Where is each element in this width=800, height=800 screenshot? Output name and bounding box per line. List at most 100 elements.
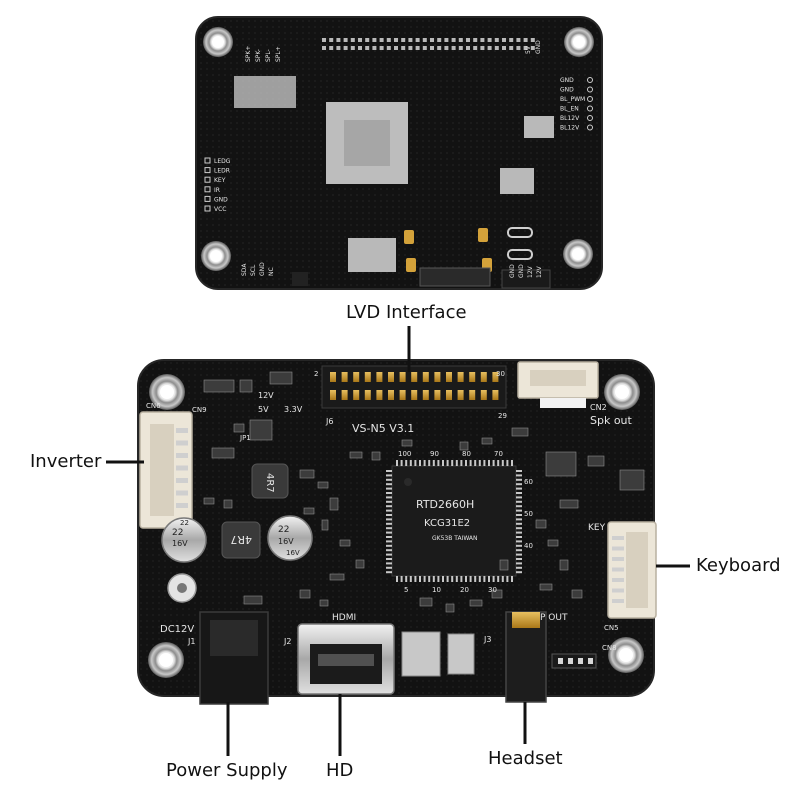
back-right-pin-label: BL_EN xyxy=(560,106,579,113)
back-left-pin-label: GND xyxy=(214,196,228,203)
chip-pin-number-top: 90 xyxy=(430,450,439,458)
back-right-pin-label: BL12V xyxy=(560,125,580,132)
cap-right-voltage: 16V xyxy=(278,537,294,546)
back-left-pin-labels: LEDG LEDR KEY IR GND VCC xyxy=(204,157,231,213)
back-top-right-pin-label: GND xyxy=(535,40,542,54)
back-top-pin-label: SPL+ xyxy=(275,46,282,62)
callout-inverter: Inverter xyxy=(30,451,102,472)
board-model-label: VS-N5 V3.1 xyxy=(352,422,414,435)
cn5-label: CN5 xyxy=(604,624,619,632)
inductor-bottom xyxy=(221,521,261,559)
back-left-pin-label: LEDR xyxy=(214,168,230,175)
cn9-label: CN9 xyxy=(192,406,207,414)
chip-pin-numbers-right: 60 50 40 xyxy=(524,478,533,550)
back-bottom-left-pin-label: SCL xyxy=(250,264,257,276)
chip-pin-number-right: 50 xyxy=(524,510,533,518)
back-top-pin-label: SPK+ xyxy=(245,46,252,62)
j3-label: J3 xyxy=(483,635,491,644)
callout-hd: HD xyxy=(326,760,354,781)
cn8-header xyxy=(551,653,597,669)
callout-headset: Headset xyxy=(488,748,563,769)
p-out-label: P OUT xyxy=(540,613,568,623)
cn2-label: CN2 xyxy=(590,403,607,412)
back-bottom-right-pin-label: 12V xyxy=(527,265,534,278)
hdmi-label: HDMI xyxy=(332,613,356,623)
back-top-pin-labels: SPK+SPK-SPL-SPL+ xyxy=(245,46,282,62)
chip-pin-number-bottom: 10 xyxy=(432,586,441,594)
back-left-pin-label: KEY xyxy=(214,177,226,184)
cap-right-value: 22 xyxy=(278,525,289,535)
back-top-pin-row xyxy=(322,38,535,50)
dc12v-label: DC12V xyxy=(160,624,194,635)
back-bottom-connector-2 xyxy=(419,267,491,287)
leader-lines xyxy=(106,326,690,756)
back-bottom-connector-3 xyxy=(501,269,551,289)
back-right-pin-label: BL_PWM xyxy=(560,96,585,103)
header-pin-30-label: 30 xyxy=(496,370,505,378)
inductor-top-label: 4R7 xyxy=(264,473,275,493)
cap-extra-voltage: 16V xyxy=(286,549,300,557)
back-top-right-pin-label: 5V xyxy=(525,45,532,54)
back-left-pin-label: LEDG xyxy=(214,158,231,165)
header-pin-2-label: 2 xyxy=(314,370,318,378)
header-pin-29-label: 29 xyxy=(498,412,507,420)
chip-pin-number-bottom: 30 xyxy=(488,586,497,594)
jp1-label: JP1 xyxy=(239,434,251,442)
chip-pin-number-bottom: 5 xyxy=(404,586,408,594)
back-bottom-left-pin-label: NC xyxy=(268,267,275,276)
callout-power-supply: Power Supply xyxy=(166,760,288,781)
back-pad-bottom xyxy=(348,238,396,272)
back-right-pin-label: GND xyxy=(560,87,574,94)
lvds-header-pins xyxy=(330,372,499,400)
main-chip-legs xyxy=(386,460,522,582)
header-j6-label: J6 xyxy=(325,417,333,426)
back-bottom-left-pin-label: SDA xyxy=(241,263,248,276)
v12-label: 12V xyxy=(258,391,274,400)
back-right-pin-labels: GND GND BL_PWM BL_EN BL12V BL12V xyxy=(560,77,593,132)
chip-pin-number-top: 70 xyxy=(494,450,503,458)
cap-left-value: 22 xyxy=(172,528,183,538)
cn6-label: CN6 xyxy=(146,402,161,410)
chip-label-line1: RTD2660H xyxy=(416,498,474,511)
back-bottom-right-pin-label: GND xyxy=(509,264,516,278)
back-pad-top-left xyxy=(234,76,296,108)
back-bottom-left-pin-label: GND xyxy=(259,262,266,276)
cn8-label: CN8 xyxy=(602,644,617,652)
back-right-pin-label: BL12V xyxy=(560,115,580,122)
back-left-pin-label: IR xyxy=(214,187,220,194)
chip-label-line2: KCG31E2 xyxy=(424,518,470,529)
chip-pin-number-bottom: 20 xyxy=(460,586,469,594)
back-bottom-connector-1 xyxy=(292,272,308,286)
chip-label-line3: GK53B TAIWAN xyxy=(432,535,478,542)
j2-label: J2 xyxy=(283,637,291,646)
inductor-top xyxy=(251,463,289,499)
back-bottom-right-pin-label: 12V xyxy=(536,265,543,278)
callout-lvd-interface: LVD Interface xyxy=(346,302,467,323)
back-left-pin-label: VCC xyxy=(214,206,226,213)
cap-extra-value: 22 xyxy=(180,519,189,527)
spk-out-label: Spk out xyxy=(590,414,633,427)
back-top-pin-label: SPL- xyxy=(265,49,272,62)
capacitor-right xyxy=(267,515,313,561)
chip-pin-number-top: 80 xyxy=(462,450,471,458)
back-top-pin-label: SPK- xyxy=(255,49,262,62)
callout-keyboard: Keyboard xyxy=(696,555,781,576)
capacitor-left xyxy=(161,517,207,563)
back-right-pin-label: GND xyxy=(560,77,574,84)
regulator-1 xyxy=(401,631,441,677)
cap-left-voltage: 16V xyxy=(172,539,188,548)
front-board: VS-N5 V3.1 J6 2 30 29 CN2 Spk out CN6 CN… xyxy=(137,359,657,705)
back-pad-mid-right xyxy=(500,168,534,194)
chip-pin-number-right: 40 xyxy=(524,542,533,550)
chip-pin-numbers-bottom: 5 10 20 30 xyxy=(404,586,497,594)
v33-label: 3.3V xyxy=(284,405,303,414)
back-pad-right xyxy=(524,116,554,138)
chip-pin-number-right: 60 xyxy=(524,478,533,486)
back-bottom-right-pin-label: GND xyxy=(518,264,525,278)
